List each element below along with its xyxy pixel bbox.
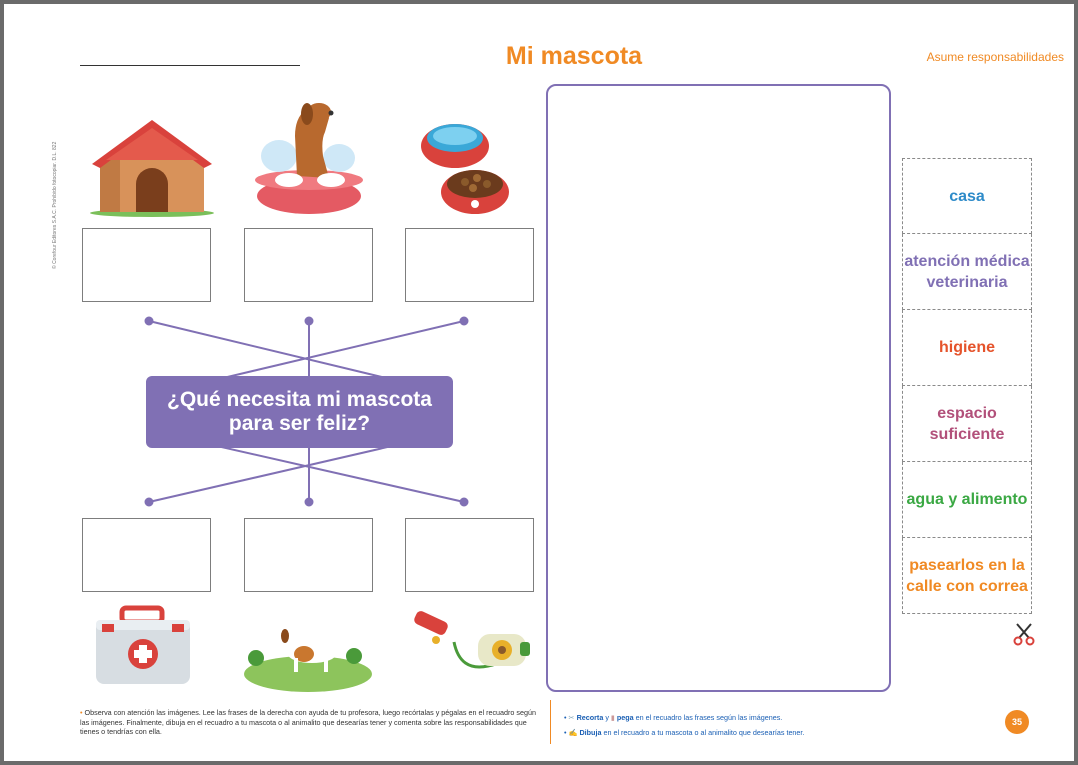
pet-bowls-icon [421, 124, 509, 214]
question-line-1: ¿Qué necesita mi mascota [167, 388, 432, 411]
answer-box-bottom-1[interactable] [82, 518, 211, 592]
dog-bath-icon [255, 103, 363, 214]
cutout-casa[interactable]: casa [902, 158, 1032, 234]
cutout-text: pasearlos en la calle con correa [906, 556, 1028, 595]
instructions-text: • Observa con atención las imágenes. Lee… [80, 708, 537, 736]
center-question: ¿Qué necesita mi mascota para ser feliz? [146, 376, 453, 448]
cutout-agua[interactable]: agua y alimento [902, 462, 1032, 538]
activity-steps: • ✂ Recorta y ▮ pega en el recuadro las … [564, 710, 894, 740]
page-title: Mi mascota [505, 42, 643, 70]
cutout-text: higiene [938, 339, 995, 356]
first-aid-kit-icon [96, 605, 190, 684]
scissors-icon [1013, 623, 1035, 646]
step-1-rest: en el recuadro las frases según las imág… [635, 713, 783, 722]
worksheet-page: Mi mascota Asume responsabilidades © Cor… [4, 4, 1074, 761]
step-1-strong-1: Recorta [576, 713, 604, 722]
cutout-column: casa atención médica veterinaria higiene… [902, 158, 1032, 614]
glue-icon: ▮ [610, 713, 615, 722]
hand-draw-icon: ✍ [568, 728, 578, 737]
cutout-text: atención médica veterinaria [904, 252, 1030, 291]
cutout-atencion[interactable]: atención médica veterinaria [902, 234, 1032, 310]
answer-box-top-3[interactable] [405, 228, 534, 302]
cutout-text: agua y alimento [906, 491, 1028, 508]
dog-grass-icon [244, 629, 372, 692]
answer-box-top-1[interactable] [82, 228, 211, 302]
scissors-small-icon: ✂ [568, 713, 575, 722]
step-2-rest: en el recuadro a tu mascota o al animali… [603, 728, 805, 737]
cutout-espacio[interactable]: espacio suficiente [902, 386, 1032, 462]
step-1-strong-2: pega [616, 713, 634, 722]
page-number: 35 [1005, 710, 1029, 734]
step-2-strong: Dibuja [579, 728, 602, 737]
leash-icon [414, 611, 530, 669]
answer-box-bottom-2[interactable] [244, 518, 373, 592]
topic-label: Asume responsabilidades [926, 50, 1064, 64]
instructions-body: Observa con atención las imágenes. Lee l… [80, 708, 537, 736]
cutout-higiene[interactable]: higiene [902, 310, 1032, 386]
step-1: • ✂ Recorta y ▮ pega en el recuadro las … [564, 713, 783, 722]
answer-box-bottom-3[interactable] [405, 518, 534, 592]
drawing-frame[interactable] [546, 84, 891, 692]
cutout-text: espacio suficiente [929, 404, 1005, 443]
dog-house-icon [90, 120, 214, 217]
cutout-text: casa [949, 187, 985, 205]
step-2: • ✍ Dibuja en el recuadro a tu mascota o… [564, 728, 805, 737]
answer-box-top-2[interactable] [244, 228, 373, 302]
footer-divider [550, 700, 551, 744]
cutout-pasearlos[interactable]: pasearlos en la calle con correa [902, 538, 1032, 614]
name-line [80, 65, 300, 66]
step-1-mid: y [605, 713, 609, 722]
question-line-2: para ser feliz? [228, 412, 371, 435]
